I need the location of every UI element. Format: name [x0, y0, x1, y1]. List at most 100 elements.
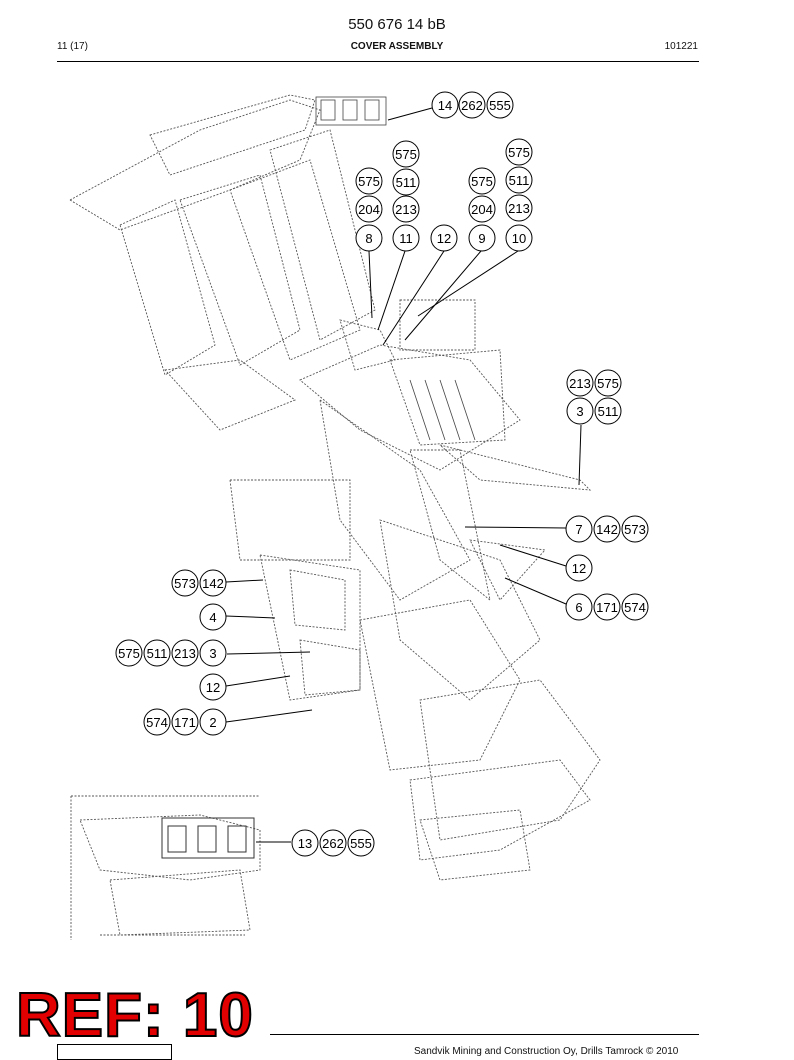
svg-text:511: 511: [396, 175, 417, 190]
brand-logo: [57, 1044, 172, 1060]
callout-204: 204: [355, 195, 383, 223]
svg-text:11: 11: [399, 231, 413, 246]
footer-rule: [270, 1034, 699, 1035]
svg-text:575: 575: [597, 376, 619, 391]
svg-text:204: 204: [471, 202, 493, 217]
callout-3: 3: [566, 397, 594, 425]
svg-text:8: 8: [365, 231, 372, 246]
callout-12: 12: [430, 224, 458, 252]
svg-text:204: 204: [358, 202, 380, 217]
callout-213: 213: [505, 194, 533, 222]
svg-text:262: 262: [461, 98, 483, 113]
svg-text:511: 511: [598, 404, 619, 419]
callout-575: 575: [115, 639, 143, 667]
svg-text:12: 12: [572, 561, 586, 576]
inset-detail: [70, 795, 261, 940]
svg-text:12: 12: [206, 680, 220, 695]
callout-575: 575: [355, 167, 383, 195]
callout-575: 575: [505, 138, 533, 166]
header-rule: [57, 61, 699, 62]
svg-text:171: 171: [596, 600, 618, 615]
svg-text:2: 2: [209, 715, 216, 730]
svg-text:213: 213: [395, 202, 417, 217]
svg-text:575: 575: [118, 646, 140, 661]
callout-213: 213: [392, 195, 420, 223]
svg-text:213: 213: [508, 201, 530, 216]
svg-text:573: 573: [174, 576, 196, 591]
svg-text:7: 7: [575, 522, 582, 537]
callout-13: 13: [291, 829, 319, 857]
callout-10: 10: [505, 224, 533, 252]
svg-text:575: 575: [508, 145, 530, 160]
callout-575: 575: [594, 369, 622, 397]
inset-cover: [161, 817, 255, 859]
ref-stamp: REF: 10: [15, 981, 254, 1050]
callout-575: 575: [392, 140, 420, 168]
callout-7: 7: [565, 515, 593, 543]
svg-text:3: 3: [209, 646, 216, 661]
document-number: 550 676 14 bB: [348, 16, 446, 33]
callout-573: 573: [621, 515, 649, 543]
svg-text:9: 9: [478, 231, 485, 246]
callout-204: 204: [468, 195, 496, 223]
callout-14: 14: [431, 91, 459, 119]
svg-text:575: 575: [471, 174, 493, 189]
svg-text:10: 10: [512, 231, 526, 246]
callout-142: 142: [199, 569, 227, 597]
callout-262: 262: [458, 91, 486, 119]
callout-511: 511: [594, 397, 622, 425]
callout-575: 575: [468, 167, 496, 195]
callout-171: 171: [593, 593, 621, 621]
svg-text:213: 213: [569, 376, 591, 391]
page-number: 11 (17): [57, 41, 88, 52]
callout-573: 573: [171, 569, 199, 597]
leader-lines: [225, 107, 582, 843]
svg-text:14: 14: [438, 98, 452, 113]
callout-balloons: 14 262 555 575 575 575 511 575 511 204 2…: [115, 91, 649, 857]
callout-574: 574: [143, 708, 171, 736]
callout-511: 511: [143, 639, 171, 667]
callout-262: 262: [319, 829, 347, 857]
callout-3: 3: [199, 639, 227, 667]
callout-2: 2: [199, 708, 227, 736]
svg-text:6: 6: [575, 600, 582, 615]
svg-text:4: 4: [209, 610, 216, 625]
svg-text:213: 213: [174, 646, 196, 661]
callout-4: 4: [199, 603, 227, 631]
callout-555: 555: [347, 829, 375, 857]
svg-text:555: 555: [350, 836, 372, 851]
frame-detail-lines: [315, 96, 476, 441]
callout-12: 12: [199, 673, 227, 701]
svg-text:171: 171: [174, 715, 196, 730]
svg-text:262: 262: [322, 836, 344, 851]
svg-text:573: 573: [624, 522, 646, 537]
svg-text:3: 3: [576, 404, 583, 419]
svg-text:511: 511: [509, 173, 530, 188]
callout-8: 8: [355, 224, 383, 252]
callout-555: 555: [486, 91, 514, 119]
svg-text:574: 574: [146, 715, 168, 730]
footer-copyright: Sandvik Mining and Construction Oy, Dril…: [414, 1046, 679, 1057]
callout-6: 6: [565, 593, 593, 621]
svg-text:511: 511: [147, 646, 168, 661]
svg-text:142: 142: [202, 576, 224, 591]
svg-text:555: 555: [489, 98, 511, 113]
svg-text:574: 574: [624, 600, 646, 615]
callout-213: 213: [171, 639, 199, 667]
callout-213: 213: [566, 369, 594, 397]
callout-11: 11: [392, 224, 420, 252]
callout-9: 9: [468, 224, 496, 252]
callout-511: 511: [505, 166, 533, 194]
svg-text:13: 13: [298, 836, 312, 851]
svg-text:142: 142: [596, 522, 618, 537]
page-title: COVER ASSEMBLY: [350, 41, 444, 52]
callout-574: 574: [621, 593, 649, 621]
revision-date: 101221: [664, 41, 698, 52]
callout-142: 142: [593, 515, 621, 543]
frame-linework: [69, 94, 601, 881]
svg-text:12: 12: [437, 231, 451, 246]
callout-171: 171: [171, 708, 199, 736]
callout-511: 511: [392, 168, 420, 196]
svg-text:575: 575: [395, 147, 417, 162]
